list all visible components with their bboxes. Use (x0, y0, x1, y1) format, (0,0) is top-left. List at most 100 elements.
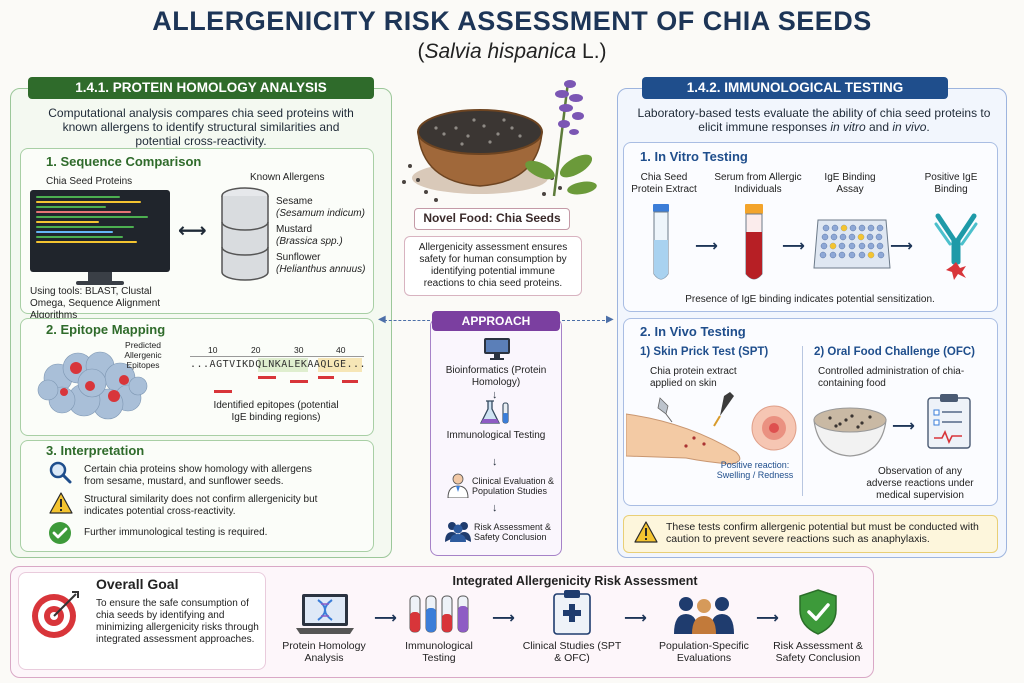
test-tubes-icon (409, 595, 469, 633)
subtitle-scientific-name: Salvia hispanica (424, 40, 577, 63)
intro-text: Laboratory-based tests evaluate the abil… (637, 106, 991, 134)
approach-header: APPROACH (432, 311, 560, 331)
sequence-tick-10: 10 (208, 345, 218, 355)
integrated-step-label: Population-Specific Evaluations (659, 640, 749, 664)
interpretation-box (20, 440, 374, 552)
elisa-plate-icon (813, 219, 891, 269)
doctor-icon (447, 473, 469, 498)
oral-food-challenge-title: 2) Oral Food Challenge (OFC) (814, 346, 976, 358)
epitope-mapping-title: 2. Epitope Mapping (46, 322, 166, 337)
chia-food-bowl-icon (813, 407, 887, 457)
test-tube-extract-icon (653, 204, 669, 280)
people-group-icon (445, 522, 471, 542)
skin-prick-test-result: Positive reaction: Swelling / Redness (716, 460, 794, 480)
in-vitro-note: Presence of IgE binding indicates potent… (685, 294, 935, 305)
interpretation-item: Structural similarity does not confirm a… (84, 494, 318, 517)
intro-in-vivo: in vivo (892, 120, 927, 134)
computer-icon (484, 338, 510, 360)
intro-text: . (926, 120, 930, 134)
allergen-name: Mustard (276, 224, 313, 235)
antibody-icon (934, 213, 978, 280)
novel-food-description-box (404, 236, 582, 296)
oral-food-challenge-result: Observation of any adverse reactions und… (866, 466, 974, 501)
overall-goal-title: Overall Goal (96, 576, 179, 592)
compare-arrow-icon: ⟷ (178, 220, 207, 242)
lab-flask-icon (479, 400, 509, 424)
computer-monitor-icon (30, 190, 170, 272)
epitope-marker (290, 380, 308, 383)
known-allergens-label: Known Allergens (250, 172, 325, 183)
flow-arrow-icon: ⟶ (890, 238, 913, 255)
allergen-sesame: Sesame (Sesamum indicum) (276, 196, 365, 220)
overall-goal-description: To ensure the safe consumption of chia s… (96, 598, 259, 645)
skin-prick-test-title: 1) Skin Prick Test (SPT) (640, 346, 769, 358)
sequence-comparison-title: 1. Sequence Comparison (46, 154, 202, 169)
interpretation-item: Further immunological testing is require… (84, 527, 268, 538)
caution-text: These tests confirm allergenic potential… (666, 521, 979, 545)
medical-clipboard-icon (553, 590, 591, 635)
warning-icon (49, 492, 73, 514)
flow-arrow-icon: ⟶ (624, 610, 647, 627)
in-vitro-step: Positive IgE Binding (924, 172, 978, 195)
protein-homology-header: 1.4.1. PROTEIN HOMOLOGY ANALYSIS (28, 77, 374, 99)
protein-sequence: ...AGTVIKDQLNKALEKAAQLGE... (190, 359, 367, 370)
protein-structure-icon (37, 351, 148, 420)
approach-step-immunological: Immunological Testing (446, 430, 546, 441)
protein-homology-intro: Computational analysis compares chia see… (48, 106, 354, 148)
page-title: ALLERGENICITY RISK ASSESSMENT OF CHIA SE… (152, 6, 872, 36)
down-arrow-icon: ↓ (492, 389, 498, 401)
in-vitro-title: 1. In Vitro Testing (640, 149, 748, 164)
interpretation-title: 3. Interpretation (46, 443, 145, 458)
epitope-highlight (318, 358, 362, 372)
epitope-marker (342, 380, 358, 383)
flow-arrow-icon: ⟶ (374, 610, 397, 627)
down-arrow-icon: ↓ (492, 456, 498, 468)
subtitle-tail: L.) (576, 40, 607, 63)
flow-arrow-icon: ⟶ (782, 238, 805, 255)
shield-check-icon (799, 589, 837, 635)
flow-arrow-icon: ⟶ (695, 238, 718, 255)
chia-proteins-label: Chia Seed Proteins (46, 176, 133, 187)
allergen-scientific-name: (Brassica spp.) (276, 236, 343, 247)
database-icon (221, 187, 269, 281)
integrated-step-label: Clinical Studies (SPT & OFC) (522, 640, 622, 664)
allergen-name: Sesame (276, 196, 313, 207)
allergen-sunflower: Sunflower (Helianthus annuus) (276, 252, 366, 276)
arrow-left-icon: ◀ (378, 314, 386, 325)
serum-tube-icon (745, 204, 763, 280)
page-subtitle: (Salvia hispanica L.) (0, 40, 1024, 64)
sequence-ruler (190, 356, 364, 357)
epitope-marker (318, 376, 334, 379)
interpretation-item: Certain chia proteins show homology with… (84, 464, 312, 487)
clipboard-icon (927, 394, 971, 449)
epitope-marker (214, 390, 232, 393)
in-vitro-step: Chia Seed Protein Extract (631, 172, 697, 195)
sequence-tick-40: 40 (336, 345, 346, 355)
approach-step-risk: Risk Assessment & Safety Conclusion (474, 522, 552, 542)
flow-arrow-icon: ⟶ (892, 418, 915, 435)
integrated-step-label: Protein Homology Analysis (282, 640, 366, 664)
allergen-mustard: Mustard (Brassica spp.) (276, 224, 343, 248)
integrated-step-label: Immunological Testing (405, 640, 473, 664)
integrated-assessment-title: Integrated Allergenicity Risk Assessment (452, 574, 698, 588)
identified-epitopes-text: Identified epitopes (potential IgE bindi… (213, 400, 339, 423)
allergen-scientific-name: (Helianthus annuus) (276, 264, 366, 275)
down-arrow-icon: ↓ (492, 502, 498, 514)
intro-in-vitro: in vitro (830, 120, 866, 134)
novel-food-description: Allergenicity assessment ensures safety … (418, 242, 568, 289)
caution-box (623, 515, 998, 553)
flow-arrow-icon: ⟶ (492, 610, 515, 627)
intro-text: and (865, 120, 893, 134)
caution-warning-icon (634, 521, 658, 543)
immunological-testing-intro: Laboratory-based tests evaluate the abil… (636, 106, 992, 134)
approach-step-bioinformatics: Bioinformatics (Protein Homology) (445, 365, 547, 388)
predicted-epitopes-label: Predicted Allergenic Epitopes (124, 340, 162, 370)
in-vitro-step: IgE Binding Assay (824, 172, 876, 195)
skin-prick-test-description: Chia protein extract applied on skin (650, 366, 737, 389)
flow-arrow-icon: ⟶ (756, 610, 779, 627)
chia-seeds-bowl-illustration (402, 80, 597, 202)
approach-step-clinical: Clinical Evaluation & Population Studies (472, 476, 555, 496)
population-group-icon (674, 597, 734, 634)
arrow-right-icon: ▶ (606, 314, 614, 325)
allergen-name: Sunflower (276, 252, 321, 263)
